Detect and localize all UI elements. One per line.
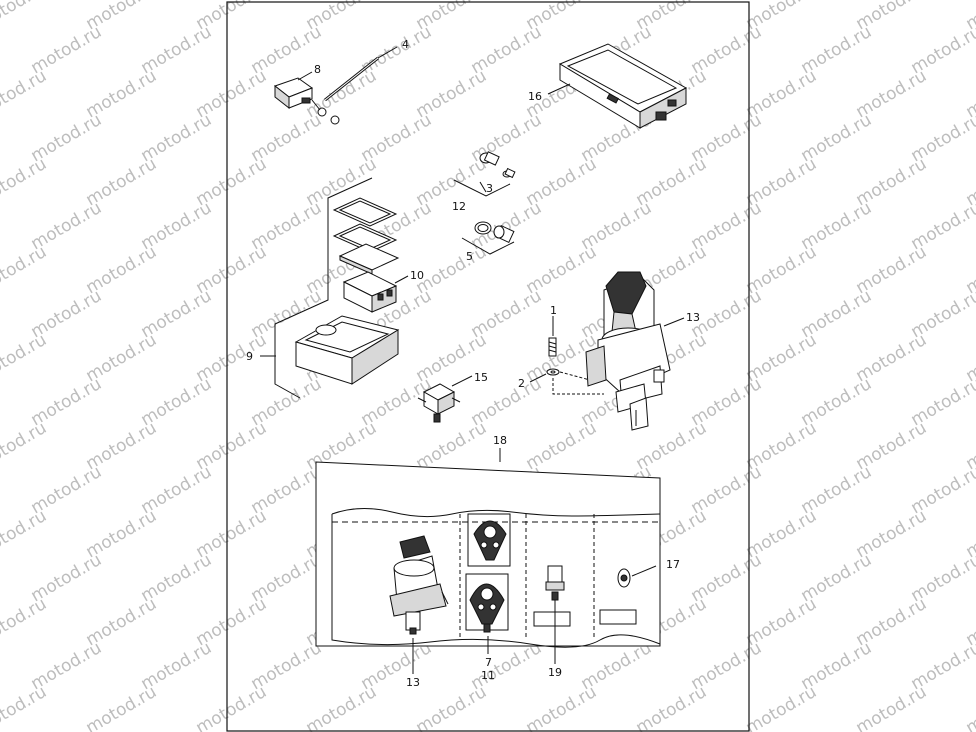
callout-17: 17 bbox=[666, 558, 680, 571]
callout-12: 12 bbox=[452, 200, 466, 213]
callout-7: 7 bbox=[485, 656, 492, 669]
callout-labels: 1 2 3 4 5 7 8 9 10 11 12 13 13 15 16 17 … bbox=[246, 38, 700, 689]
callout-10: 10 bbox=[410, 269, 424, 282]
part-15-sensor bbox=[417, 383, 461, 423]
callout-16: 16 bbox=[528, 90, 542, 103]
callout-9: 9 bbox=[246, 350, 253, 363]
callout-11: 11 bbox=[481, 669, 495, 682]
part-9-fuse-box-base bbox=[294, 315, 400, 385]
part-4-rod bbox=[324, 46, 398, 102]
part-2-washer bbox=[546, 368, 560, 376]
callout-13-top: 13 bbox=[686, 311, 700, 324]
part-1-bolt bbox=[548, 337, 557, 357]
part-17-transponder bbox=[617, 568, 631, 588]
part-5-plug bbox=[474, 221, 515, 244]
callout-18: 18 bbox=[493, 434, 507, 447]
part-16-control-unit bbox=[558, 43, 688, 129]
callout-1: 1 bbox=[550, 304, 557, 317]
part-3-fitting bbox=[479, 151, 516, 179]
callout-8: 8 bbox=[314, 63, 321, 76]
callout-3: 3 bbox=[486, 182, 493, 195]
callout-2: 2 bbox=[518, 377, 525, 390]
part-7-remote-key bbox=[465, 573, 509, 633]
part-8-relay bbox=[273, 77, 340, 125]
callout-15: 15 bbox=[474, 371, 488, 384]
callout-19: 19 bbox=[548, 666, 562, 679]
part-11-remote-key bbox=[467, 513, 511, 567]
callout-5: 5 bbox=[466, 250, 473, 263]
callout-4: 4 bbox=[402, 38, 409, 51]
diagram-frame bbox=[226, 1, 750, 732]
part-19-lock-cylinder bbox=[545, 565, 565, 601]
part-10-fuse-box-stack bbox=[332, 197, 400, 313]
part-13-ignition-switch bbox=[585, 271, 671, 431]
callout-13-bottom: 13 bbox=[406, 676, 420, 689]
part-13-ignition-switch-kit bbox=[389, 535, 449, 635]
